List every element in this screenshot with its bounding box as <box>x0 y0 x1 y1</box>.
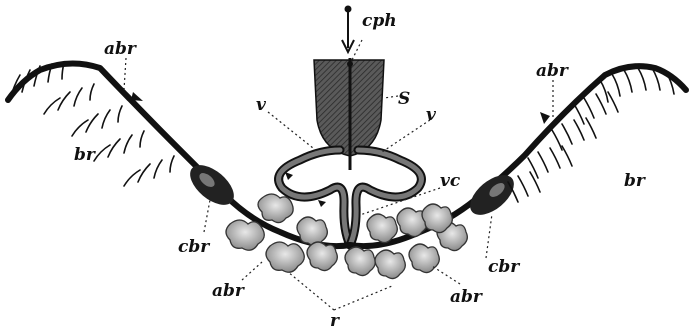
label-r: r <box>330 311 340 329</box>
inflow-arrow <box>342 6 354 53</box>
label-cbr-right: cbr <box>488 257 520 277</box>
label-abr-bottom-left: abr <box>212 281 245 301</box>
label-br-right: br <box>624 171 646 191</box>
label-S: S <box>398 89 410 109</box>
label-cbr-left: cbr <box>178 237 210 257</box>
label-vc: vc <box>440 171 461 191</box>
left-branch <box>8 63 350 246</box>
label-v-right: v <box>426 105 437 125</box>
label-abr-top-right: abr <box>536 61 569 81</box>
label-v-left: v <box>256 95 267 115</box>
label-cph: cph <box>362 11 397 31</box>
label-abr-bottom-right: abr <box>450 287 483 307</box>
label-abr-top-left: abr <box>104 39 137 59</box>
left-gill-filaments <box>10 63 174 186</box>
label-br-left: br <box>74 145 96 165</box>
